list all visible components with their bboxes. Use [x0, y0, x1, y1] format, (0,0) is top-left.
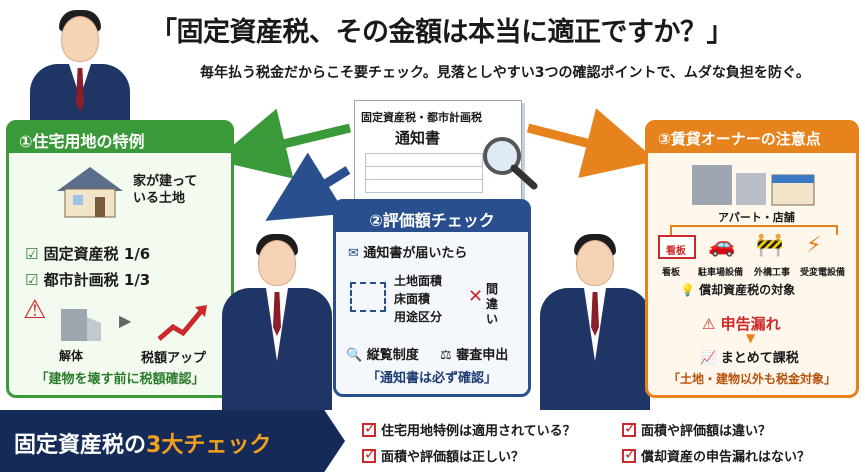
presenter-middle: [222, 230, 332, 410]
panel3-combined: 📈 まとめて課税: [700, 351, 799, 366]
bottom-checklist: 住宅用地特例は適用されている？ 面積や評価額は違い？ 面積や評価額は正しい？ 償…: [352, 410, 865, 472]
house-icon: [57, 167, 123, 218]
apartment-store-icon: [692, 165, 815, 206]
asset-power: 受変電設備: [800, 268, 846, 278]
arrow-blue: [265, 152, 351, 221]
signboard-text: 看板: [666, 246, 686, 257]
panel3-depreciation: 💡 償却資産税の対象: [680, 283, 796, 297]
panel2-item-use: 用途区分: [394, 310, 443, 324]
signboard-icon: 看板: [658, 235, 696, 259]
branch-lines: [670, 225, 838, 235]
arrow-green: [214, 108, 352, 179]
panel-housing-land-special: ①住宅用地の特例 家が建っている土地 ☑ 固定資産税 1/6 ☑ 都市計画税 1…: [6, 120, 234, 398]
check-item-2: 面積や評価額は違い？: [622, 419, 771, 439]
panel1-demolish: 解体: [59, 349, 84, 363]
panel2-option1: 🔍 縦覧制度: [346, 348, 419, 363]
check-item-3: 面積や評価額は正しい？: [362, 445, 524, 465]
arrow-orange: [526, 108, 657, 178]
car-icon: 🚗: [708, 233, 736, 258]
panel1-title: ①住宅用地の特例: [9, 123, 231, 153]
rising-chart-icon: [157, 305, 207, 341]
notice-lines: [365, 153, 483, 193]
arrow-down-icon: ▼: [746, 331, 756, 345]
asset-signboard: 看板: [662, 268, 681, 278]
panel-rental-owner: ③賃貸オーナーの注意点 アパート・店舗 看板 🚗 🚧 ⚡ 看板 駐車場設備 外構…: [645, 120, 859, 398]
page-title: 「固定資産税、その金額は本当に適正ですか？」: [150, 17, 734, 48]
panel3-footer: 「土地・建物以外も税金対象」: [667, 372, 836, 386]
panel2-footer: 「通知書は必ず確認」: [366, 371, 497, 386]
presenter-top-left: [30, 6, 130, 120]
check-item-1: 住宅用地特例は適用されている？: [362, 419, 576, 439]
notice-name: 通知書: [395, 129, 441, 147]
electric-icon: ⚡: [806, 233, 822, 258]
panel3-building-label: アパート・店舗: [718, 211, 795, 224]
panel2-option2: ⚖ 審査申出: [440, 348, 509, 363]
panel1-house-label: 家が建っている土地: [133, 174, 198, 206]
panel1-footer: 「建物を壊す前に税額確認」: [35, 372, 205, 387]
panel3-warning: ⚠ 申告漏れ: [702, 315, 781, 333]
check-item-4: 償却資産の申告漏れはない？: [622, 445, 810, 465]
panel3-title: ③賃貸オーナーの注意点: [648, 123, 856, 153]
panel1-rate2: ☑ 都市計画税 1/3: [25, 271, 151, 289]
magnifier-icon: [483, 137, 538, 190]
barrier-icon: 🚧: [756, 233, 784, 258]
land-plan-icon: [350, 282, 386, 312]
asset-parking: 駐車場設備: [698, 268, 744, 278]
bottom-heading: 固定資産税の3大チェック: [0, 410, 345, 472]
asset-exterior: 外構工事: [754, 268, 791, 278]
panel-valuation-check: ②評価額チェック ✉ 通知書が届いたら 土地面積 床面積 用途区分 ✕ 間違い …: [333, 199, 531, 397]
panel2-mistake: 間違い: [486, 282, 499, 326]
panel1-tax-up: 税額アップ: [141, 351, 207, 366]
arrow-right-icon: ▶: [119, 311, 132, 330]
panel2-item-floor: 床面積: [394, 292, 431, 306]
demolished-building-icon: [61, 309, 101, 341]
panel2-title: ②評価額チェック: [336, 202, 528, 232]
cross-icon: ✕: [468, 286, 484, 307]
page-subtitle: 毎年払う税金だからこそ要チェック。見落としやすい3つの確認ポイントで、ムダな負担…: [200, 65, 810, 81]
presenter-right: [540, 230, 650, 410]
warning-icon: ⚠: [23, 295, 47, 325]
panel2-arrival: ✉ 通知書が届いたら: [348, 246, 468, 261]
panel2-item-land: 土地面積: [394, 274, 443, 288]
panel1-rate1: ☑ 固定資産税 1/6: [25, 245, 151, 263]
notice-header: 固定資産税・都市計画税: [361, 111, 482, 124]
